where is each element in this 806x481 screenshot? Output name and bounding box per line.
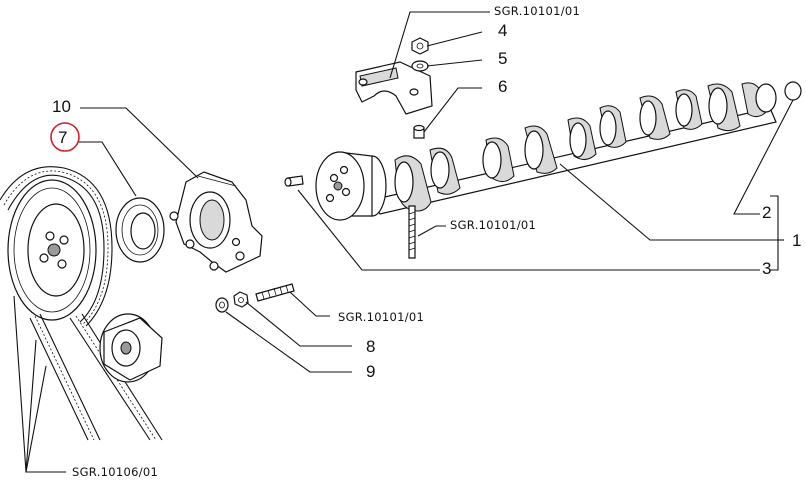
timing-pulley <box>7 179 97 321</box>
camshaft-support-cover <box>169 171 263 273</box>
oil-seal <box>115 197 165 263</box>
callout-5: 5 <box>498 49 507 68</box>
callout-3: 3 <box>762 259 771 278</box>
reference-top: SGR.10101/01 <box>494 4 580 18</box>
stud-horizontal <box>255 283 295 302</box>
lower-washer <box>215 297 229 313</box>
reference-stud-mid: SGR.10101/01 <box>450 218 536 232</box>
callout-2: 2 <box>762 203 771 222</box>
reference-belt: SGR.10106/01 <box>72 465 158 479</box>
nut <box>411 37 429 55</box>
end-plug <box>784 81 802 101</box>
camshaft-lobes <box>394 82 777 212</box>
callout-6: 6 <box>498 77 507 96</box>
camshaft-front-hub <box>315 151 387 221</box>
dowel-pin <box>284 175 304 187</box>
callout-8: 8 <box>366 337 375 356</box>
timing-belt <box>0 166 163 441</box>
washer <box>411 60 429 72</box>
reference-stud-low: SGR.10101/01 <box>338 310 424 324</box>
leader-lines <box>13 11 794 473</box>
stud-vertical <box>408 205 416 259</box>
callout-7: 7 <box>58 128 67 147</box>
callout-9: 9 <box>366 362 375 381</box>
bearing-cap <box>355 61 433 115</box>
tensioner-pulley <box>99 313 163 383</box>
camshaft <box>315 82 777 221</box>
callout-10: 10 <box>52 97 71 116</box>
lower-nut <box>233 291 249 308</box>
callout-1: 1 <box>792 231 801 250</box>
highlight-circle <box>50 122 80 152</box>
callout-labels: 1 2 3 4 5 6 7 8 9 10 SGR.10101/01 SGR.10… <box>50 4 801 479</box>
bush <box>413 124 425 139</box>
callout-4: 4 <box>498 21 507 40</box>
